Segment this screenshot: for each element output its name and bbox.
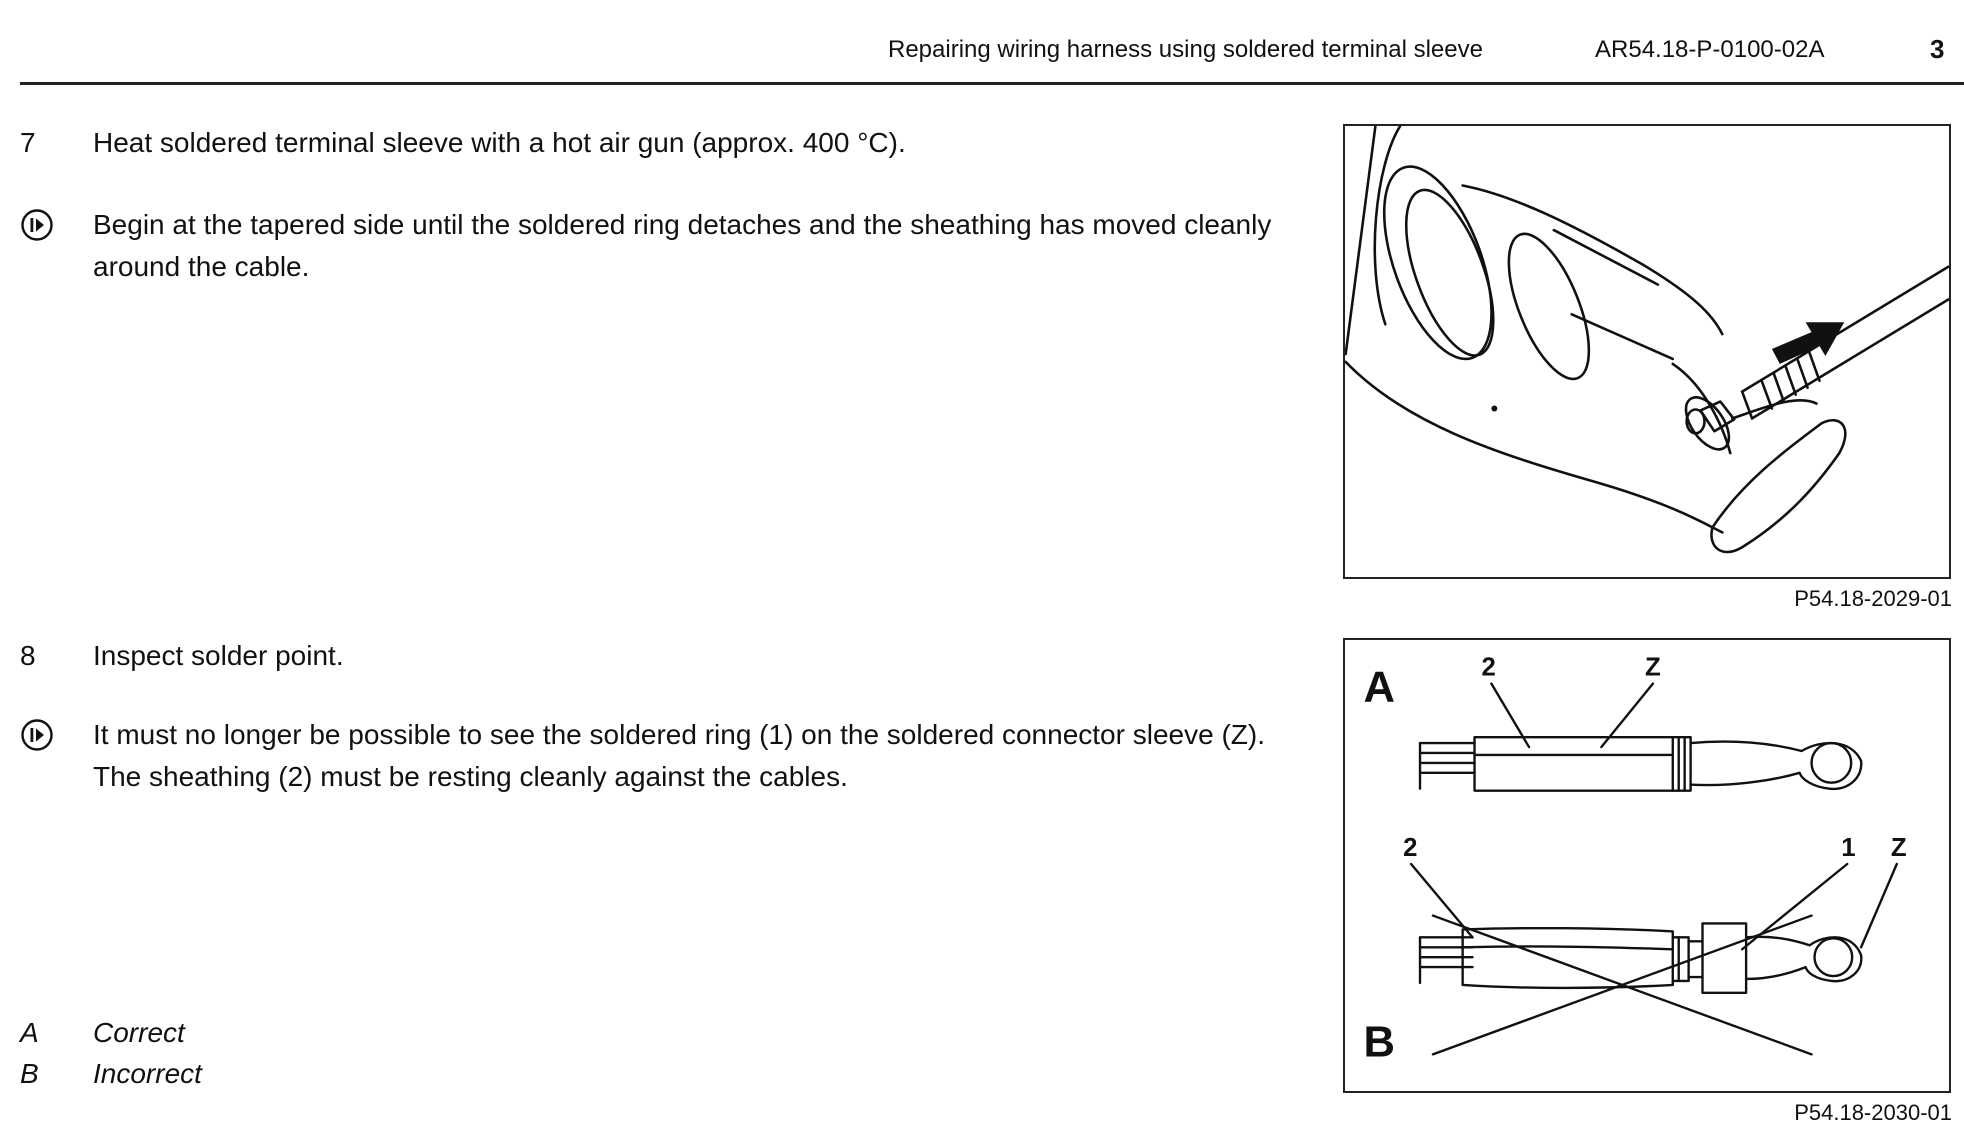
callout-label: Z: [1645, 654, 1661, 682]
figure-code: P54.18-2029-01: [1794, 586, 1952, 611]
callout-label: 2: [1481, 654, 1495, 682]
document-title: Repairing wiring harness using soldered …: [888, 36, 1483, 63]
note-text: It must no longer be possible to see the…: [93, 719, 1265, 792]
inspection-illustration: A 2 Z B 2 1 Z: [1364, 654, 1907, 1067]
step-number: 7: [20, 127, 36, 158]
figure-code: P54.18-2030-01: [1794, 1100, 1952, 1125]
step-text: Inspect solder point.: [93, 640, 344, 671]
note-icon: [21, 209, 53, 241]
note-icon: [21, 719, 53, 751]
figure-heat-gun: [1343, 124, 1951, 579]
header-rule: [20, 82, 1964, 85]
legend-item: B Incorrect: [0, 1053, 400, 1094]
document-number: AR54.18-P-0100-02A: [1595, 36, 1825, 63]
panel-label-b: B: [1364, 1018, 1396, 1066]
panel-label-a: A: [1364, 663, 1396, 711]
legend-label: Correct: [93, 1017, 185, 1048]
heat-gun-illustration: [1345, 126, 1949, 554]
step-text: Heat soldered terminal sleeve with a hot…: [93, 127, 906, 158]
callout-label: Z: [1891, 834, 1907, 862]
legend-key: B: [20, 1058, 39, 1089]
callout-label: 1: [1841, 834, 1855, 862]
legend-key: A: [20, 1017, 39, 1048]
legend-label: Incorrect: [93, 1058, 202, 1089]
legend-item: A Correct: [0, 1012, 400, 1053]
figure-legend: A Correct B Incorrect: [0, 1012, 400, 1094]
callout-label: 2: [1403, 834, 1417, 862]
figure-inspection: A 2 Z B 2 1 Z: [1343, 638, 1951, 1093]
page-number: 3: [1930, 34, 1945, 64]
note-text: Begin at the tapered side until the sold…: [93, 209, 1272, 282]
step-number: 8: [20, 640, 36, 671]
page-header: Repairing wiring harness using soldered …: [0, 0, 1964, 86]
